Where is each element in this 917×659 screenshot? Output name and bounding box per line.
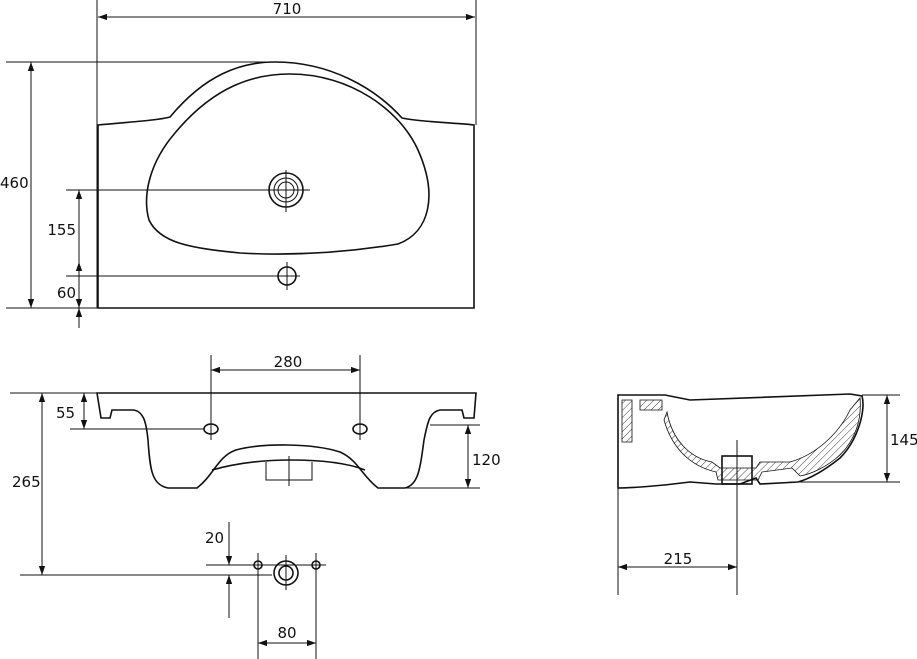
dim-460-label: 460 (0, 174, 29, 192)
dim-215-label: 215 (664, 550, 693, 568)
side-bowl-shell (663, 397, 861, 481)
dim-155-label: 155 (47, 221, 76, 239)
dim-55-label: 55 (56, 404, 75, 422)
side-wall (621, 399, 633, 443)
side-section-view: 145 215 (617, 393, 917, 595)
top-basin-outline (97, 61, 475, 309)
dim-265-label: 265 (12, 473, 41, 491)
dim-20-label: 20 (205, 529, 224, 547)
dim-280-label: 280 (274, 353, 303, 371)
top-view: 710 460 155 60 (0, 0, 477, 328)
dim-80-label: 80 (277, 624, 296, 642)
front-basin-outline (96, 392, 477, 489)
dim-120-label: 120 (472, 451, 501, 469)
dim-145-label: 145 (890, 431, 917, 449)
front-view: 280 55 265 120 (10, 353, 501, 576)
dim-710-label: 710 (273, 0, 302, 18)
trap-detail: 20 80 (205, 522, 326, 659)
dim-60-label: 60 (57, 284, 76, 302)
side-body-outline (617, 393, 864, 489)
top-bowl (145, 73, 430, 255)
